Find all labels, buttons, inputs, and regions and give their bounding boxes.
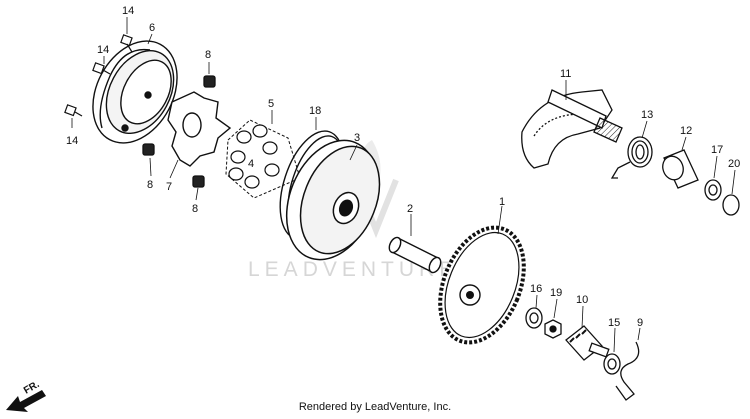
callout-8-top: 8 (205, 49, 211, 61)
callout-13: 13 (641, 109, 653, 121)
washer (603, 353, 621, 375)
callout-12: 12 (680, 125, 692, 137)
callout-14-mid: 14 (97, 44, 109, 56)
slider-piece (142, 75, 216, 188)
callout-5: 5 (268, 98, 274, 110)
leader-lines (71, 17, 736, 353)
callout-14-top: 14 (122, 5, 134, 17)
nut (544, 319, 562, 339)
callout-7: 7 (166, 181, 172, 193)
callout-2: 2 (407, 203, 413, 215)
drive-collar (388, 236, 442, 274)
kick-starter-spindle (521, 89, 623, 169)
clutch-outer-cover (92, 40, 178, 144)
callout-9: 9 (637, 317, 643, 329)
callout-8-mid: 8 (147, 179, 153, 191)
weight-roller-set (225, 119, 301, 199)
callout-20: 20 (728, 158, 740, 170)
spring-clip (615, 341, 640, 401)
callout-4: 4 (248, 158, 254, 170)
ramp-plate (167, 91, 232, 167)
kick-spring (610, 136, 653, 179)
callout-3: 3 (354, 132, 360, 144)
callout-11: 11 (560, 68, 571, 80)
callout-10: 10 (576, 294, 588, 306)
callout-labels: 14 6 14 8 14 8 7 8 5 4 18 3 2 1 11 13 12… (66, 5, 740, 329)
callout-8-low: 8 (192, 203, 198, 215)
callout-14-low: 14 (66, 135, 78, 147)
callout-16: 16 (530, 283, 542, 295)
bolt (120, 34, 133, 53)
watermark-text: LEADVENTURE (248, 258, 458, 281)
callout-18: 18 (309, 105, 321, 117)
washer (704, 179, 722, 201)
callout-19: 19 (550, 287, 562, 299)
callout-15: 15 (608, 317, 620, 329)
callout-1: 1 (499, 196, 505, 208)
starter-driven-gear (438, 225, 526, 345)
starter-pinion (565, 325, 610, 361)
spindle-collar (662, 149, 699, 189)
callout-6: 6 (149, 22, 155, 34)
washer (525, 307, 543, 329)
bolt (64, 104, 83, 117)
footer-credit: Rendered by LeadVenture, Inc. (298, 401, 452, 413)
circlip (722, 194, 740, 216)
callout-17: 17 (711, 144, 723, 156)
drive-pulley-face (285, 139, 381, 261)
bolt (92, 62, 111, 75)
